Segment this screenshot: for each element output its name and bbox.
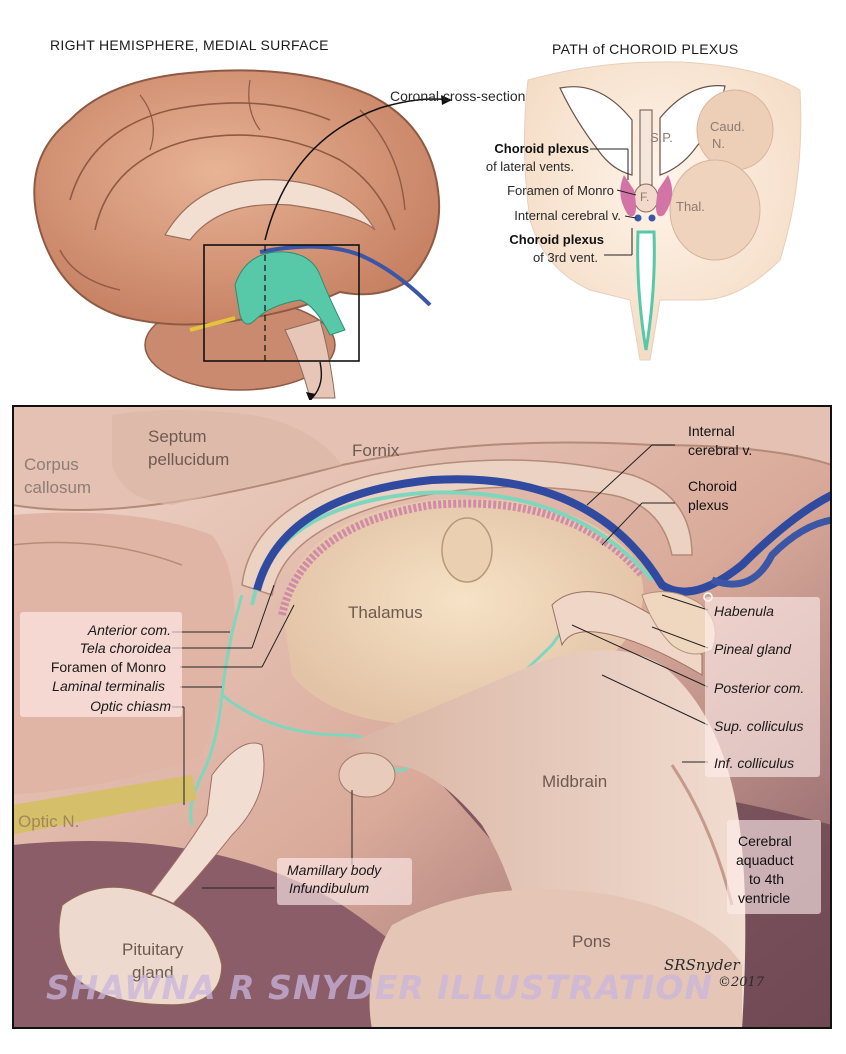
left-labels-box <box>20 612 182 717</box>
choroid-plexus <box>278 499 646 616</box>
label-pineal-gland: Pineal gland <box>714 641 792 657</box>
label-septum-2: pellucidum <box>148 450 230 469</box>
label-posterior-com: Posterior com. <box>714 680 805 696</box>
label-optic-n: Optic N. <box>18 812 80 831</box>
label-aqueduct-3: to 4th <box>749 871 785 887</box>
coronal-cross-section-label: Coronal cross-section <box>390 88 526 104</box>
label-choroid-1: Choroid <box>688 478 738 494</box>
hemisphere-illustration <box>33 61 802 400</box>
label-choroid-third-bold: Choroid plexus <box>509 232 604 247</box>
choroid-plexus-lateral-r <box>656 175 673 217</box>
label-caud: Caud. <box>710 119 745 134</box>
hemisphere-title: RIGHT HEMISPHERE, MEDIAL SURFACE <box>50 37 329 53</box>
third-ventricle-small <box>234 251 346 336</box>
label-aqueduct-2: aquaduct <box>736 852 794 868</box>
label-caud-n: N. <box>712 136 725 151</box>
aqueduct-box <box>727 820 821 914</box>
label-pituitary-2: gland <box>132 963 174 982</box>
signature-year: ©2017 <box>718 975 765 990</box>
label-choroid-third-rest: of 3rd vent. <box>532 250 598 265</box>
optic-nerve <box>12 775 197 835</box>
lateral-ventricle-left <box>559 86 633 176</box>
label-pons: Pons <box>572 932 611 951</box>
interthalamic-adhesion <box>441 517 493 583</box>
label-internal-cerebral-coronal: Internal cerebral v. <box>514 208 621 223</box>
label-aqueduct-4: ventricle <box>738 890 791 906</box>
label-f: F. <box>640 190 650 204</box>
label-sup-colliculus: Sup. colliculus <box>714 718 804 734</box>
label-fornix: Fornix <box>352 441 400 460</box>
label-inf-colliculus: Inf. colliculus <box>714 755 795 771</box>
label-midbrain: Midbrain <box>542 772 608 791</box>
third-ventricle-coronal <box>636 230 656 351</box>
watermark: SHAWNA R SNYDER ILLUSTRATION <box>46 968 714 1007</box>
posterior-commissure <box>551 591 703 676</box>
label-internal-2: cerebral v. <box>688 442 753 458</box>
label-foramen-monro: Foramen of Monro <box>50 659 166 675</box>
label-corpus-2: callosum <box>24 478 92 497</box>
detail-inset-box <box>203 244 360 362</box>
label-choroid-2: plexus <box>688 497 729 513</box>
label-tela-choroidea: Tela choroidea <box>79 640 171 656</box>
internal-cerebral-vein <box>253 475 832 596</box>
label-internal-1: Internal <box>688 423 735 439</box>
septum-pellucidum-coronal <box>639 109 653 186</box>
mamillary-box <box>277 858 412 905</box>
brainstem <box>284 319 336 399</box>
label-foramen-coronal: Foramen of Monro <box>507 183 614 198</box>
corpus-callosum-small <box>164 179 376 241</box>
label-pituitary-1: Pituitary <box>122 940 184 959</box>
label-infundibulum: Infundibulum <box>289 880 370 896</box>
label-sp: S.P. <box>650 130 673 145</box>
right-labels-box <box>705 597 820 777</box>
coronal-arrow <box>264 98 451 241</box>
label-corpus-1: Corpus <box>24 455 79 474</box>
label-mamillary-body: Mamillary body <box>287 862 382 878</box>
label-septum-1: Septum <box>148 427 207 446</box>
optic-nerve-small <box>189 316 236 332</box>
label-habenula: Habenula <box>714 603 774 619</box>
thalamus-coronal <box>669 159 761 261</box>
label-choroid-lateral-rest: of lateral vents. <box>485 159 574 174</box>
signature-name: SRSnyder <box>664 956 740 974</box>
vein-small <box>259 244 432 307</box>
label-thal: Thal. <box>676 199 705 214</box>
label-anterior-com: Anterior com. <box>87 622 171 638</box>
label-choroid-lateral-bold: Choroid plexus <box>494 141 589 156</box>
mamillary-body <box>338 752 396 798</box>
septum-pellucidum <box>112 410 342 505</box>
label-laminal-terminalis: Laminal terminalis <box>52 678 165 694</box>
label-aqueduct-1: Cerebral <box>738 833 792 849</box>
label-optic-chiasm: Optic chiasm <box>90 698 171 714</box>
choroid-plexus-lateral <box>620 175 636 217</box>
choroid-path-title: PATH of CHOROID PLEXUS <box>552 41 739 57</box>
pons <box>369 889 742 1029</box>
pituitary-gland <box>57 886 223 1006</box>
label-thalamus: Thalamus <box>348 603 423 622</box>
infundibulum <box>141 742 265 916</box>
